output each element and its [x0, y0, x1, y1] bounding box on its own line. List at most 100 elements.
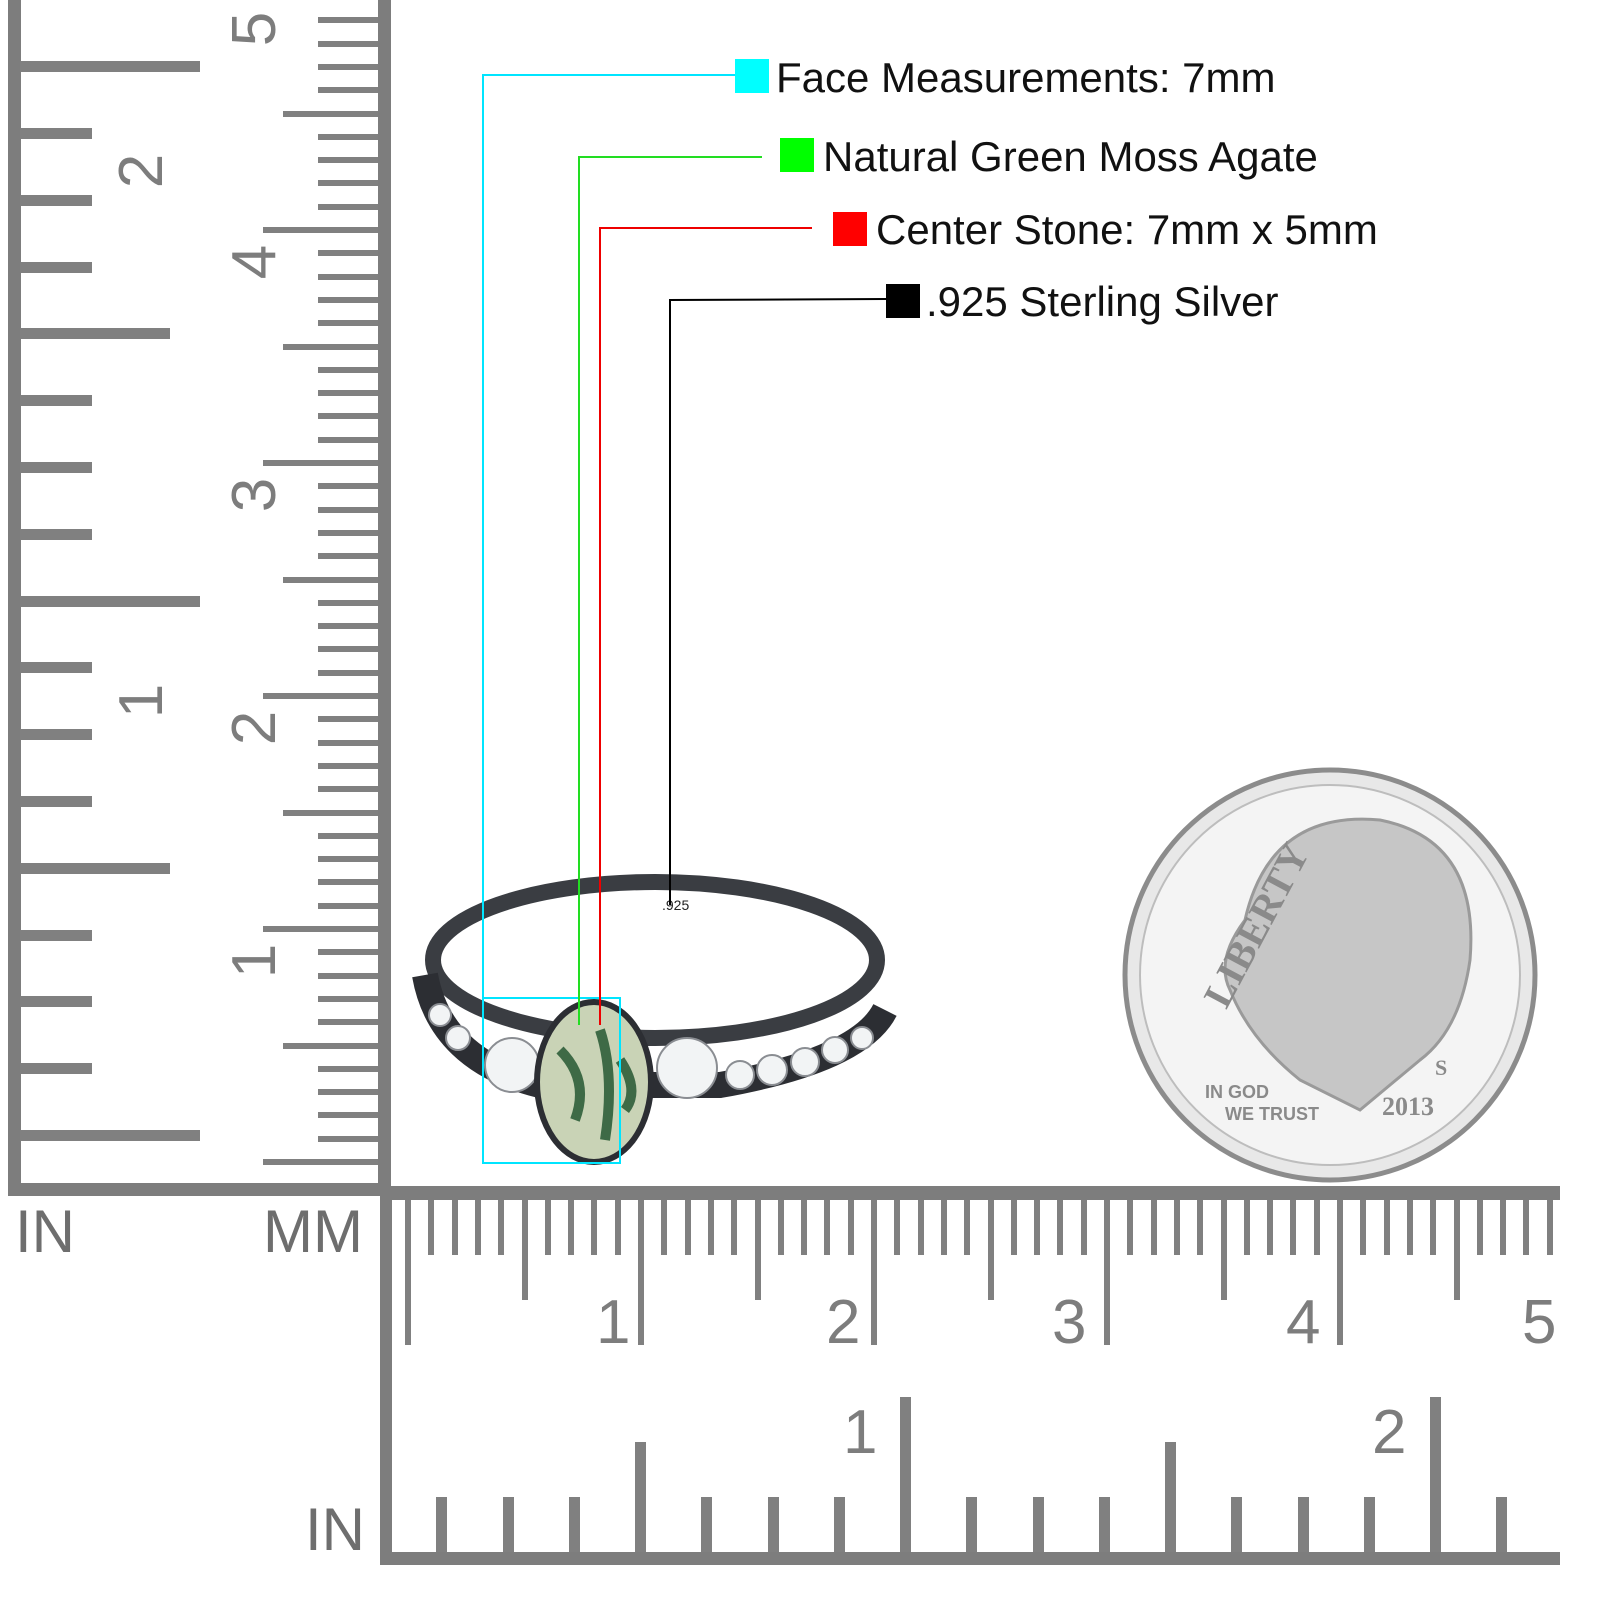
ring-engraving: .925	[662, 897, 689, 913]
side-stones	[428, 1003, 874, 1099]
left-inch-tick	[20, 1130, 200, 1141]
bottom-mm-tick	[754, 1200, 761, 1300]
left-mm-unit: MM	[263, 1198, 363, 1265]
coin-motto-2: WE TRUST	[1225, 1104, 1319, 1124]
center-stone-leader	[599, 227, 812, 1025]
bottom-mm-tick	[824, 1200, 831, 1255]
left-mm-tick	[318, 1135, 378, 1142]
bottom-mm-tick	[1080, 1200, 1087, 1255]
left-mm-tick	[283, 110, 378, 117]
bottom-inch-tick	[1496, 1497, 1508, 1552]
left-mm-tick	[318, 832, 378, 839]
left-mm-tick	[318, 1019, 378, 1026]
left-mm-tick	[318, 716, 378, 723]
left-inch-unit: IN	[15, 1198, 75, 1265]
bottom-mm-tick	[405, 1200, 411, 1345]
bottom-mm-tick	[917, 1200, 924, 1255]
left-inch-tick	[20, 662, 92, 674]
bottom-inch-tick	[436, 1497, 448, 1552]
left-mm-tick	[263, 926, 378, 932]
bottom-inch-tick	[635, 1442, 646, 1552]
bottom-mm-tick	[591, 1200, 598, 1255]
coin-year: 2013	[1382, 1092, 1434, 1121]
bottom-mm-tick	[1453, 1200, 1460, 1300]
left-mm-tick	[318, 1112, 378, 1119]
legend-swatch-center	[833, 212, 867, 246]
left-inch-tick	[20, 462, 92, 473]
legend-moss-agate: Natural Green Moss Agate	[823, 133, 1318, 180]
face-measurement-leader	[482, 74, 736, 1164]
left-mm-tick	[318, 250, 378, 257]
bottom-inch-tick	[966, 1497, 978, 1552]
bottom-inch-tick	[1430, 1397, 1441, 1552]
bottom-mm-tick	[614, 1200, 621, 1255]
left-mm-tick	[318, 599, 378, 606]
bottom-mm-tick	[1034, 1200, 1041, 1255]
bottom-inch-tick	[1032, 1497, 1044, 1552]
left-mm-tick	[318, 390, 378, 397]
legend-center-stone: Center Stone: 7mm x 5mm	[876, 206, 1378, 253]
bottom-mm-tick	[638, 1200, 644, 1345]
bottom-mm-ruler-edge	[380, 1186, 1560, 1200]
bottom-inch-tick	[1231, 1497, 1243, 1552]
left-mm-tick	[318, 762, 378, 769]
bottom-mm-tick	[1057, 1200, 1064, 1255]
legend-swatch-metal	[886, 284, 920, 318]
left-mm-tick	[318, 157, 378, 164]
left-mm-tick	[263, 227, 378, 233]
left-ruler-bottom-edge	[8, 1183, 391, 1196]
bottom-mm-tick	[1430, 1200, 1437, 1255]
left-mm-tick	[318, 739, 378, 746]
left-mm-tick	[318, 483, 378, 490]
coin-motto-1: IN GOD	[1205, 1082, 1269, 1102]
left-mm-tick	[318, 553, 378, 560]
left-inch-tick	[20, 1063, 92, 1075]
bottom-mm-tick	[871, 1200, 877, 1345]
bottom-mm-tick	[1360, 1200, 1367, 1255]
ring: .925	[412, 874, 897, 1165]
left-mm-tick	[263, 460, 378, 466]
coin-mint-mark: S	[1435, 1055, 1447, 1080]
bottom-mm-tick	[801, 1200, 808, 1255]
left-mm-tick	[318, 1089, 378, 1096]
bottom-inch-tick	[900, 1397, 911, 1552]
left-inch-tick	[20, 929, 92, 941]
bottom-inch-tick	[767, 1497, 779, 1552]
bottom-inch-label-1: 1	[843, 1398, 878, 1467]
left-inch-tick	[20, 395, 92, 407]
left-inch-tick	[20, 729, 92, 741]
bottom-mm-tick	[1523, 1200, 1530, 1255]
bottom-mm-tick	[1243, 1200, 1250, 1255]
bottom-inch-tick	[1363, 1497, 1375, 1552]
bottom-mm-tick	[1220, 1200, 1227, 1300]
bottom-mm-label-3: 3	[1052, 1288, 1087, 1357]
left-mm-tick	[318, 366, 378, 373]
bottom-mm-tick	[661, 1200, 668, 1255]
bottom-mm-tick	[964, 1200, 971, 1255]
left-inch-tick	[20, 328, 170, 340]
left-mm-tick	[318, 972, 378, 979]
bottom-ruler-left-edge	[380, 1186, 392, 1565]
bottom-mm-tick	[707, 1200, 714, 1255]
bottom-mm-tick	[521, 1200, 528, 1300]
bottom-inch-tick	[833, 1497, 845, 1552]
dime-coin: LIBERTY IN GOD WE TRUST 2013 S	[1122, 767, 1538, 1183]
moss-agate-leader	[578, 156, 762, 1025]
legend-face-measurements: Face Measurements: 7mm	[776, 54, 1276, 101]
bottom-mm-tick	[544, 1200, 551, 1255]
left-mm-tick	[318, 40, 378, 47]
left-mm-tick	[263, 1159, 378, 1165]
left-mm-tick	[318, 529, 378, 536]
left-mm-tick	[318, 133, 378, 140]
moss-inclusions	[556, 1028, 637, 1141]
left-inch-tick	[20, 61, 200, 73]
left-mm-tick	[283, 576, 378, 583]
left-inch-tick	[20, 595, 200, 607]
bottom-mm-tick	[568, 1200, 575, 1255]
bottom-mm-tick	[1104, 1200, 1110, 1345]
bottom-mm-tick	[684, 1200, 691, 1255]
legend-swatch-stone	[780, 138, 814, 172]
bottom-mm-tick	[1406, 1200, 1413, 1255]
sterling-silver-leader	[669, 298, 887, 905]
left-mm-tick	[318, 320, 378, 327]
